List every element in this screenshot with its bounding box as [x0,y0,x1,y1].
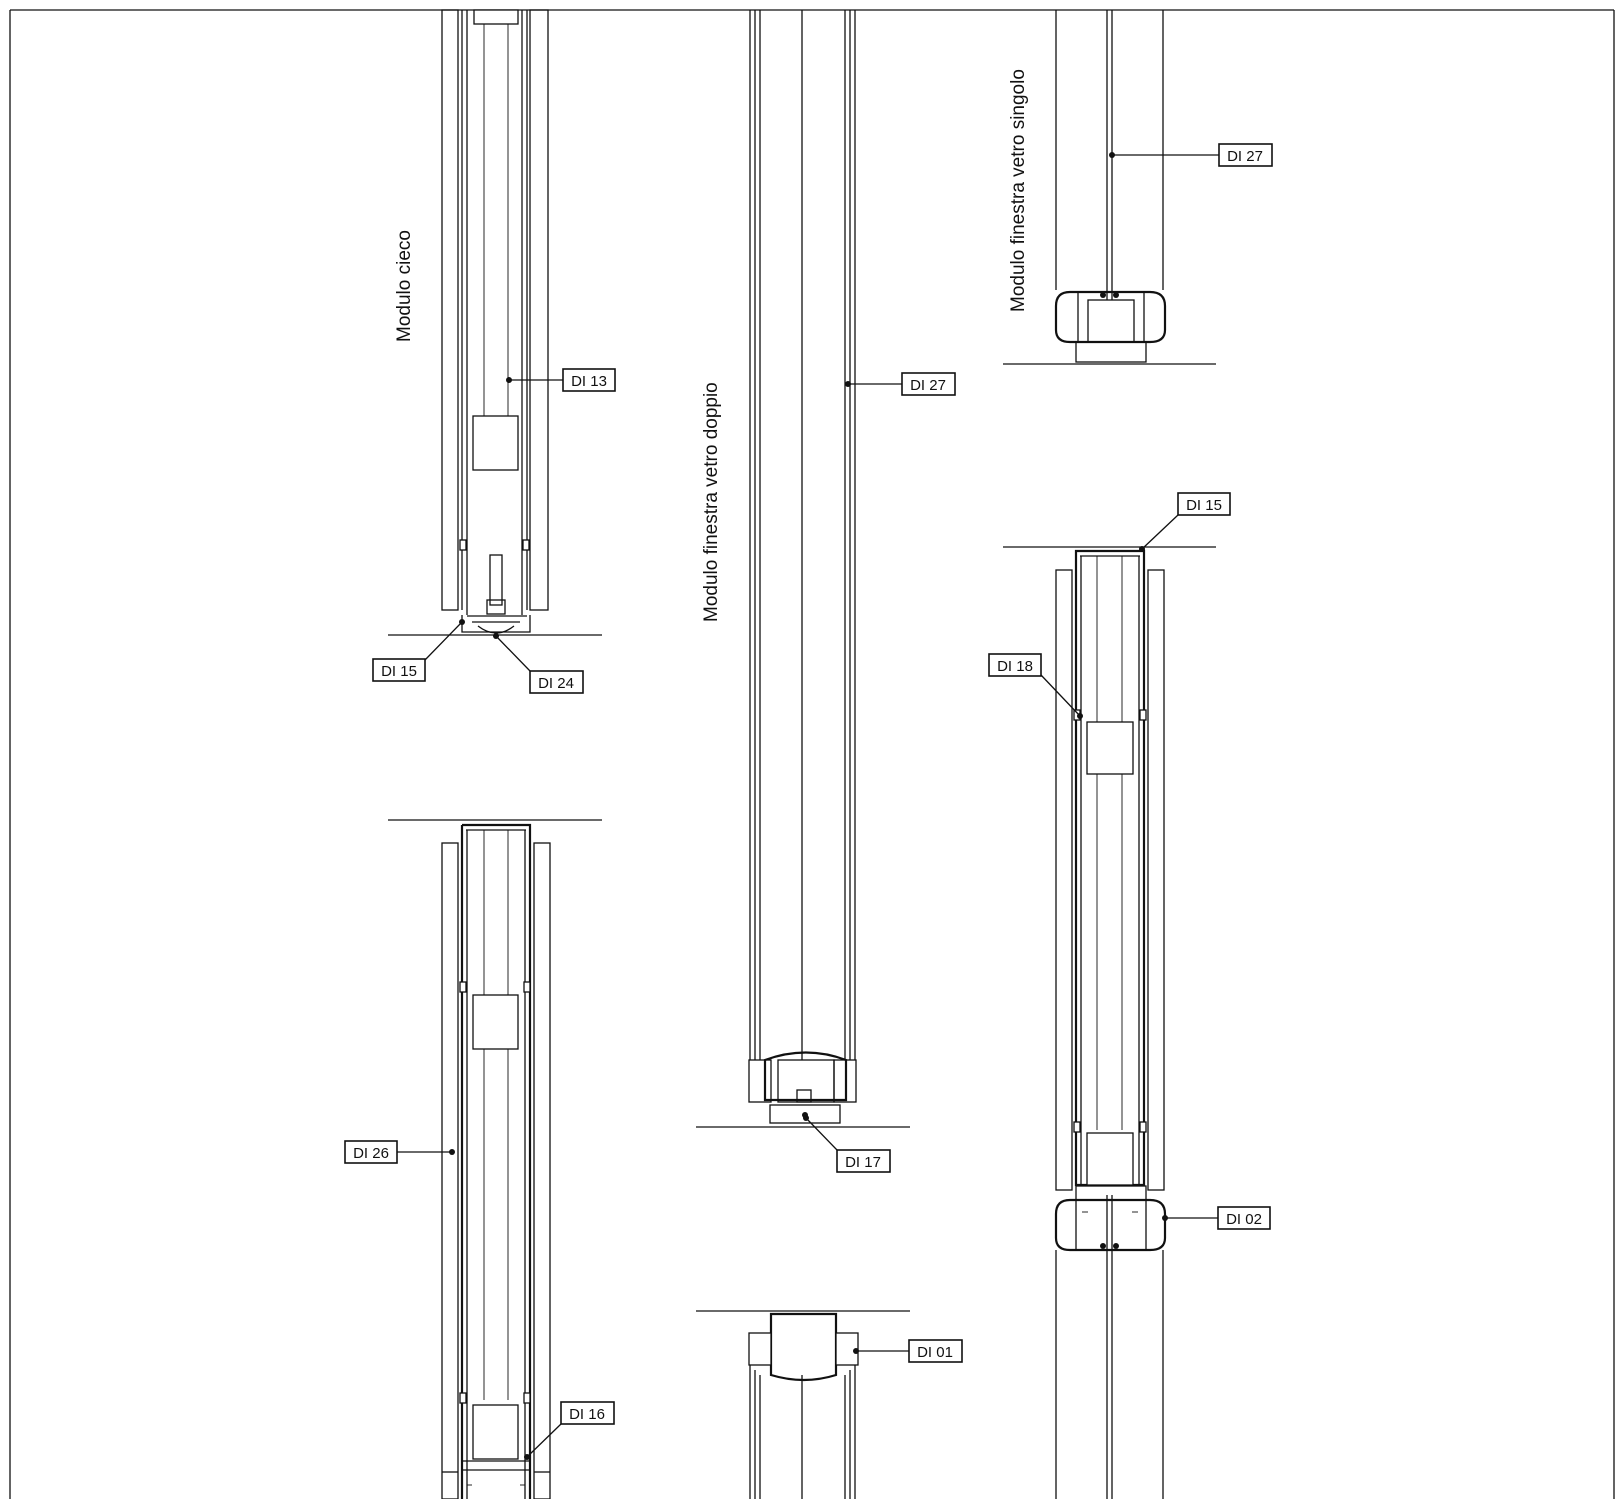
vetro-singolo-top-section [1003,10,1216,365]
tag-di15-left: DI 15 [381,663,417,680]
vetro-doppio-top-section [696,10,910,1128]
title-vetro-singolo: Modulo finestra vetro singolo [1008,69,1029,312]
callout-di24: DI 24 [493,633,584,694]
tag-di24: DI 24 [538,675,574,692]
callout-di02: DI 02 [1162,1206,1271,1230]
callout-di26: DI 26 [344,1140,455,1164]
tag-di15-right: DI 15 [1186,497,1222,514]
callout-di27-right: DI 27 [1109,143,1273,167]
tag-di26: DI 26 [353,1145,389,1162]
tag-di27-mid: DI 27 [910,377,946,394]
tag-di01: DI 01 [917,1344,953,1361]
tag-di02: DI 02 [1226,1211,1262,1228]
sheet-border [9,9,1615,1499]
vetro-singolo-bottom-section [1003,546,1216,1499]
tag-di18: DI 18 [997,658,1033,675]
tag-di13: DI 13 [571,373,607,390]
modulo-cieco-top-section [388,9,602,636]
title-vetro-doppio: Modulo finestra vetro doppio [701,382,722,622]
callout-di18: DI 18 [988,653,1083,719]
callout-di13: DI 13 [506,368,616,392]
vetro-doppio-bottom-section [696,1310,910,1499]
callout-di17: DI 17 [803,1115,891,1173]
tag-di27-right: DI 27 [1227,148,1263,165]
title-modulo-cieco: Modulo cieco [394,230,415,342]
callout-di27-mid: DI 27 [845,372,956,396]
callout-di15-right: DI 15 [1139,492,1231,552]
tag-di17: DI 17 [845,1154,881,1171]
modulo-cieco-bottom-section [388,819,602,1499]
callout-di16: DI 16 [524,1401,615,1460]
callout-di15-left: DI 15 [372,619,465,682]
tag-di16: DI 16 [569,1406,605,1423]
callout-di01: DI 01 [853,1339,963,1363]
